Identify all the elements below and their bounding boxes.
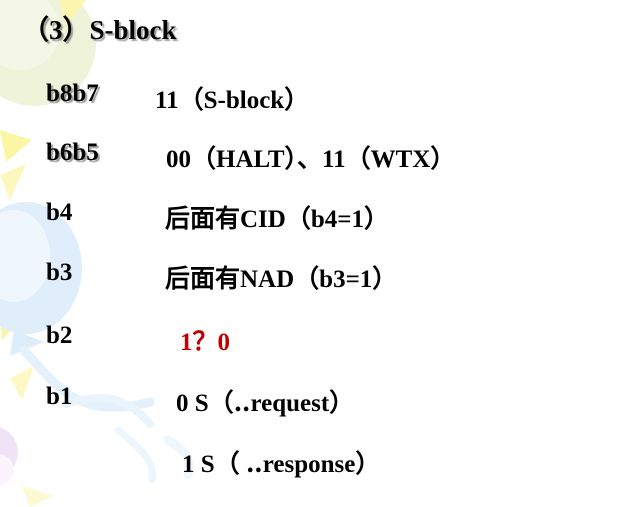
bit-label-b6b5: b6b5 [46, 139, 99, 166]
bit-row-b4: b4 后面有CID（b4=1） [0, 199, 621, 239]
bit-value-b1-continued: 1 S（ ‥response） [182, 451, 381, 478]
bit-label-b1: b1 [46, 383, 73, 410]
bit-label-b3: b3 [46, 259, 73, 286]
bit-row-b8b7: b8b7 11（S-block） [0, 80, 621, 120]
bit-row-b6b5: b6b5 00（HALT）、11（WTX） [0, 139, 621, 179]
bit-value-b4: 后面有CID（b4=1） [165, 206, 389, 233]
bit-label-b2: b2 [46, 322, 73, 349]
bit-row-b1-continued: 1 S（ ‥response） [0, 444, 621, 484]
bit-value-b2: 1？0 [180, 329, 231, 356]
bit-label-b4: b4 [46, 199, 73, 226]
bit-row-b1: b1 0 S（‥request） [0, 383, 621, 423]
bit-label-b8b7: b8b7 [46, 80, 99, 107]
bit-row-b2: b2 1？0 [0, 322, 621, 362]
bit-row-b3: b3 后面有NAD（b3=1） [0, 259, 621, 299]
page-title: （3）S-block [22, 15, 177, 45]
bit-value-b6b5: 00（HALT）、11（WTX） [166, 146, 456, 173]
bit-value-b1: 0 S（‥request） [176, 390, 355, 417]
bit-value-b8b7: 11（S-block） [155, 87, 310, 114]
bit-value-b3: 后面有NAD（b3=1） [165, 266, 398, 293]
